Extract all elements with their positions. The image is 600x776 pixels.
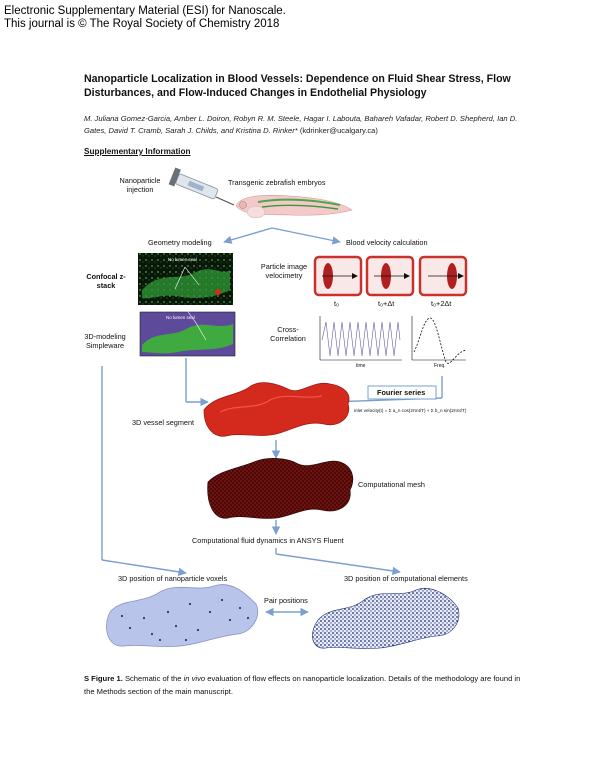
label-confocal: Confocal z-stack bbox=[86, 272, 126, 290]
label-np-injection: Nanoparticle injection bbox=[119, 176, 161, 194]
caption-label: S Figure 1. bbox=[84, 674, 123, 683]
label-zebrafish: Transgenic zebrafish embryos bbox=[228, 178, 326, 187]
label-t0: t₀ bbox=[334, 299, 340, 308]
velocity-waveform-plot bbox=[319, 316, 402, 361]
label-t1: t₀+Δt bbox=[378, 299, 395, 308]
esi-header-line2: This journal is © The Royal Society of C… bbox=[4, 18, 280, 30]
label-time-axis: time bbox=[356, 363, 366, 369]
vessel-segment-red bbox=[203, 382, 350, 437]
label-freq-axis: Freq. bbox=[434, 363, 446, 369]
voxel-vessel bbox=[106, 584, 259, 647]
label-cross-correlation: Cross-Correlation bbox=[270, 325, 306, 343]
vessel-mesh bbox=[207, 458, 354, 519]
caption-italic: in vivo bbox=[183, 674, 206, 683]
zebrafish-embryo-illustration bbox=[235, 195, 353, 219]
label-mesh: Computational mesh bbox=[358, 480, 425, 489]
paper-title: Nanoparticle Localization in Blood Vesse… bbox=[84, 73, 511, 99]
confocal-image bbox=[138, 253, 236, 357]
correlation-peak-plot bbox=[411, 316, 467, 364]
piv-pipes bbox=[313, 255, 468, 297]
label-geometry-modeling: Geometry modeling bbox=[148, 238, 212, 247]
label-np-voxels: 3D position of nanoparticle voxels bbox=[118, 574, 228, 583]
label-pair-positions: Pair positions bbox=[264, 596, 308, 605]
label-3d-modeling: 3D-modeling Simpleware bbox=[84, 332, 126, 350]
figure-caption: S Figure 1. Schematic of the in vivo eva… bbox=[84, 672, 524, 698]
label-no-lumen-top: No lumen seal bbox=[168, 257, 197, 262]
label-comp-elements: 3D position of computational elements bbox=[344, 574, 468, 583]
authors-text: M. Juliana Gomez-Garcia, Amber L. Doiron… bbox=[84, 114, 518, 135]
label-velocity-calc: Blood velocity calculation bbox=[346, 238, 428, 247]
label-no-lumen-bottom: No lumen seal bbox=[166, 315, 195, 320]
label-fourier: Fourier series bbox=[377, 388, 426, 397]
label-t2: t₀+2Δt bbox=[431, 299, 452, 308]
label-piv: Particle image velocimetry bbox=[260, 262, 308, 280]
author-list: M. Juliana Gomez-Garcia, Amber L. Doiron… bbox=[84, 113, 524, 137]
esi-header-line1: Electronic Supplementary Material (ESI) … bbox=[4, 5, 286, 17]
fourier-formula: inlet velocity(t) = Σ a_n cos(2πnt/T) + … bbox=[354, 408, 467, 413]
syringe-icon bbox=[168, 167, 235, 206]
section-heading: Supplementary Information bbox=[84, 147, 191, 156]
label-vessel-segment: 3D vessel segment bbox=[132, 418, 195, 427]
caption-text-2: evaluation of flow effects on nanopartic… bbox=[84, 674, 521, 696]
caption-text-1: Schematic of the bbox=[122, 674, 184, 683]
elements-vessel bbox=[312, 588, 460, 649]
label-cfd: Computational fluid dynamics in ANSYS Fl… bbox=[192, 536, 344, 545]
corresponding-email: (kdrinker@ucalgary.ca) bbox=[299, 126, 378, 135]
nanoparticle-dots bbox=[120, 598, 250, 642]
